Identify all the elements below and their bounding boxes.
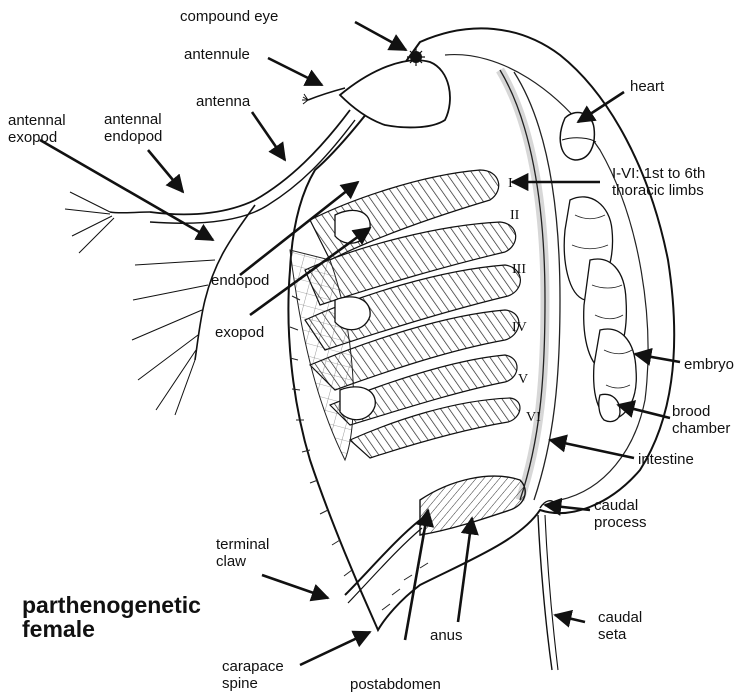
label-antennule: antennule [184,46,250,63]
limb-numeral-4: IV [512,320,527,336]
label-brood-chamber: brood chamber [672,403,730,437]
label-antenna: antenna [196,93,250,110]
label-antennal-exopod: antennal exopod [8,112,66,146]
limb-numeral-1: I [508,176,513,192]
label-exopod: exopod [215,324,264,341]
label-antennal-endopod: antennal endopod [104,111,162,145]
head [340,60,450,127]
arrow-antenna [252,112,285,160]
limb-numeral-6: VI [526,410,541,426]
arrow-intestine [550,440,634,458]
label-thoracic-limbs: I-VI: 1st to 6th thoracic limbs [612,165,705,199]
heart [560,113,594,160]
label-carapace-spine: carapace spine [222,658,284,692]
limb-numeral-2: II [510,208,519,224]
label-postabdomen: postabdomen [350,676,441,693]
arrow-carapace-spine [300,632,370,665]
label-caudal-seta: caudal seta [598,609,642,643]
arrow-antennule [268,58,322,85]
label-anus: anus [430,627,463,644]
label-intestine: intestine [638,451,694,468]
label-endopod: endopod [211,272,269,289]
label-caudal-process: caudal process [594,497,647,531]
diagram-caption: parthenogenetic female [22,593,201,641]
limb-numeral-5: V [518,372,528,388]
label-embryo: embryo [684,356,734,373]
label-terminal-claw: terminal claw [216,536,269,570]
brood-chamber [564,197,636,422]
arrow-terminal-claw [262,575,328,598]
arrow-anus [458,518,472,622]
postabdomen [420,476,525,535]
limb-numeral-3: III [512,262,526,278]
label-heart: heart [630,78,664,95]
arrow-antennal-endopod [148,150,183,192]
arrow-heart [578,92,624,122]
arrow-compound-eye [355,22,406,50]
label-compound-eye: compound eye [180,8,278,25]
arrow-antennal-exopod [40,140,213,240]
arrow-caudal-seta [555,615,585,622]
arrow-caudal-process [545,505,590,510]
